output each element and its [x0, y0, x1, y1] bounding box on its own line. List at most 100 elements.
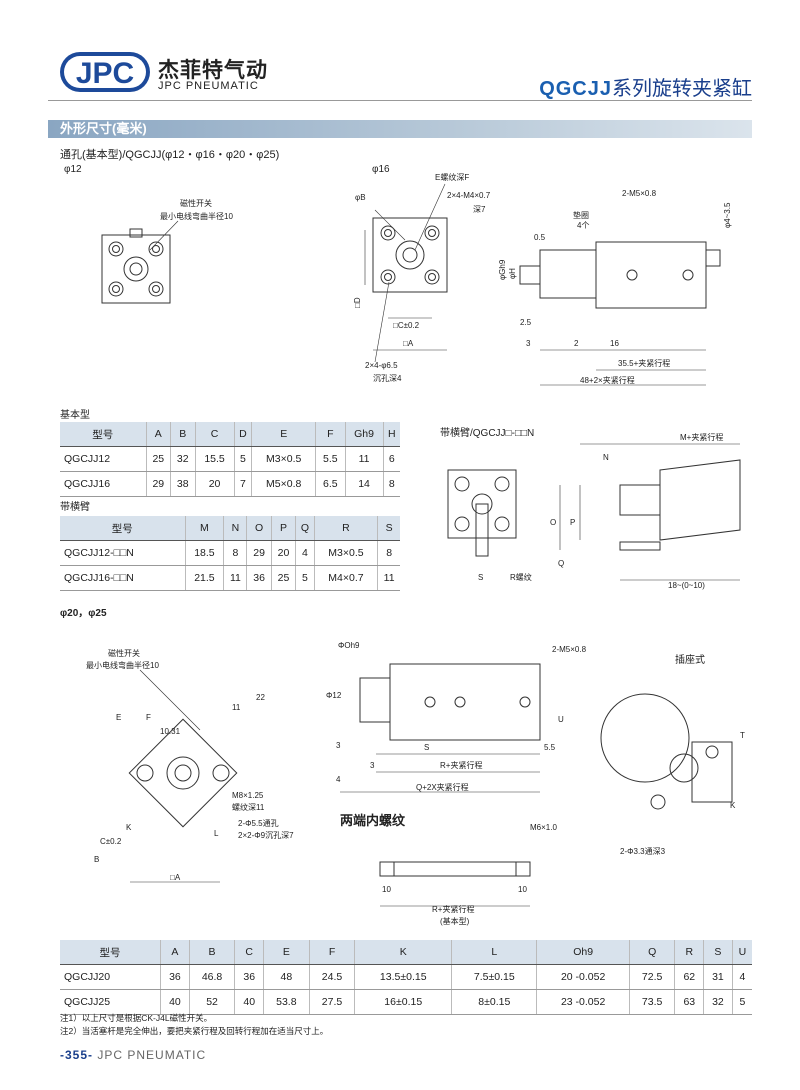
text-b: B: [94, 855, 99, 864]
text-magnet-switch-2: 磁性开关: [108, 648, 140, 658]
table-cell: 5: [234, 446, 253, 472]
label-both-end-thread: 两端内螺纹: [340, 813, 406, 828]
footer-brand: JPC PNEUMATIC: [97, 1048, 207, 1062]
subtitle: 通孔(基本型)/QGCJJ(φ12・φ16・φ20・φ25): [60, 149, 280, 161]
brand-cn: 杰菲特气动: [158, 59, 268, 82]
table-cell: 32: [703, 989, 733, 1015]
table-cell: 11: [377, 565, 400, 591]
drawing-both-end: M6×1.0 10 10 R+夹紧行程 (基本型): [379, 823, 557, 926]
drawing-phi20-side: ΦOh9 Φ12 2-M5×0.8 U 3 S 5.5 3 R+夹紧行程 4 Q…: [326, 641, 587, 793]
cross-arm-model-head: 带横臂/QGCJJ□: [440, 428, 512, 439]
drawing-phi16-front: E螺纹深F 2×4-M4×0.7 深7 φB □D □C±0.2 □A 2×4-…: [353, 172, 491, 383]
text-r-stroke2: R+夹紧行程: [432, 904, 474, 914]
text-cbore4: 沉孔深4: [373, 374, 402, 383]
table-cell: 53.8: [263, 989, 310, 1015]
text-f: F: [146, 713, 151, 722]
text-phi12b: Φ12: [326, 691, 342, 700]
table-cell: M5×0.8: [251, 471, 317, 497]
table-header-cell: K: [354, 940, 453, 965]
text-v16: 16: [610, 339, 619, 348]
text-v22: 22: [256, 693, 265, 702]
text-stroke18: 18~(0~10): [668, 581, 705, 590]
table-cell: 7.5±0.15: [451, 964, 538, 990]
table-cell: 38: [170, 471, 196, 497]
label-cross-arm: 带横臂: [60, 502, 90, 513]
table-header-cell: R: [674, 940, 705, 965]
text-m6: M6×1.0: [530, 823, 557, 832]
table-cell: 8: [383, 471, 400, 497]
text-hole55: 2-Φ5.5通孔: [238, 818, 279, 828]
page-number: -355-: [60, 1048, 94, 1062]
table-cell: 5: [295, 565, 315, 591]
label-phi12: φ12: [64, 164, 82, 175]
text-v3: 3: [526, 339, 531, 348]
table-cell: 62: [674, 964, 705, 990]
table-cell: QGCJJ12-□□N: [60, 540, 186, 566]
table-header-cell: S: [377, 516, 400, 541]
table-cell: 25: [271, 565, 297, 591]
table-header-cell: A: [146, 422, 172, 447]
text-hole65: 2×4-φ6.5: [365, 361, 398, 370]
drawing-socket: T K 2-Φ3.3通深3: [600, 693, 745, 856]
table-header-cell: F: [309, 940, 356, 965]
table-cell: 15.5: [195, 446, 235, 472]
table-cell: 8±0.15: [451, 989, 538, 1015]
series-title: QGCJJ系列旋转夹紧缸: [539, 72, 752, 101]
text-v11: 11: [232, 703, 241, 712]
text-magnet-switch: 磁性开关: [180, 198, 212, 208]
table-header-cell: Gh9: [345, 422, 384, 447]
text-t: T: [740, 731, 745, 740]
table-cell: 31: [703, 964, 733, 990]
table-cell: 36: [160, 964, 190, 990]
text-a-box-2: □A: [170, 873, 181, 882]
text-n: N: [603, 453, 609, 462]
table-cell: 8: [377, 540, 400, 566]
table-cell: 20 -0.052: [536, 964, 630, 990]
label-cross-arm-model: 带横臂/QGCJJ□-□□N: [440, 424, 534, 439]
table-cell: 4: [295, 540, 315, 566]
section-bar: [48, 120, 752, 138]
text-r-stroke: R+夹紧行程: [440, 760, 482, 770]
table-cell: 6: [383, 446, 400, 472]
series-name: 系列旋转夹紧缸: [612, 78, 752, 100]
text-v3c: 3: [370, 761, 375, 770]
table-cell: 36: [234, 964, 265, 990]
table-cell: QGCJJ16: [60, 471, 147, 497]
text-deep11: 螺纹深11: [232, 802, 265, 812]
text-hole9: 2×2-Φ9沉孔深7: [238, 831, 294, 840]
table-header-cell: D: [234, 422, 253, 447]
text-min-bend: 最小电线弯曲半径10: [160, 211, 233, 221]
brand-en: JPC PNEUMATIC: [158, 80, 259, 92]
table-cell: QGCJJ16-□□N: [60, 565, 186, 591]
text-m5: 2-M5×0.8: [622, 189, 657, 198]
text-r-thread: R螺纹: [510, 572, 532, 582]
text-e: E: [116, 713, 121, 722]
table-cell: 13.5±0.15: [354, 964, 453, 990]
table-header-cell: L: [451, 940, 538, 965]
text-l: L: [214, 829, 219, 838]
table-header-cell: 型号: [60, 422, 147, 447]
text-v25: 2.5: [520, 318, 532, 327]
label-basic-type: 基本型: [60, 410, 90, 421]
table-cell: QGCJJ25: [60, 989, 162, 1015]
text-p: P: [570, 518, 575, 527]
table-header-cell: F: [315, 422, 346, 447]
table-cell: 63: [674, 989, 705, 1015]
drawing-phi20-front: 磁性开关 最小电线弯曲半径10 E F 10.31 11 22 M8×1.25 …: [86, 648, 294, 883]
text-m4: 2×4-M4×0.7: [447, 191, 491, 200]
text-k-2: K: [730, 801, 736, 810]
text-v55: 5.5: [544, 743, 556, 752]
header-divider: [48, 100, 752, 101]
table-cell: 7: [234, 471, 253, 497]
cross-arm-model-tail: -□□N: [511, 428, 535, 439]
text-m-stroke: M+夹紧行程: [680, 432, 723, 442]
text-a-box: □A: [403, 339, 414, 348]
